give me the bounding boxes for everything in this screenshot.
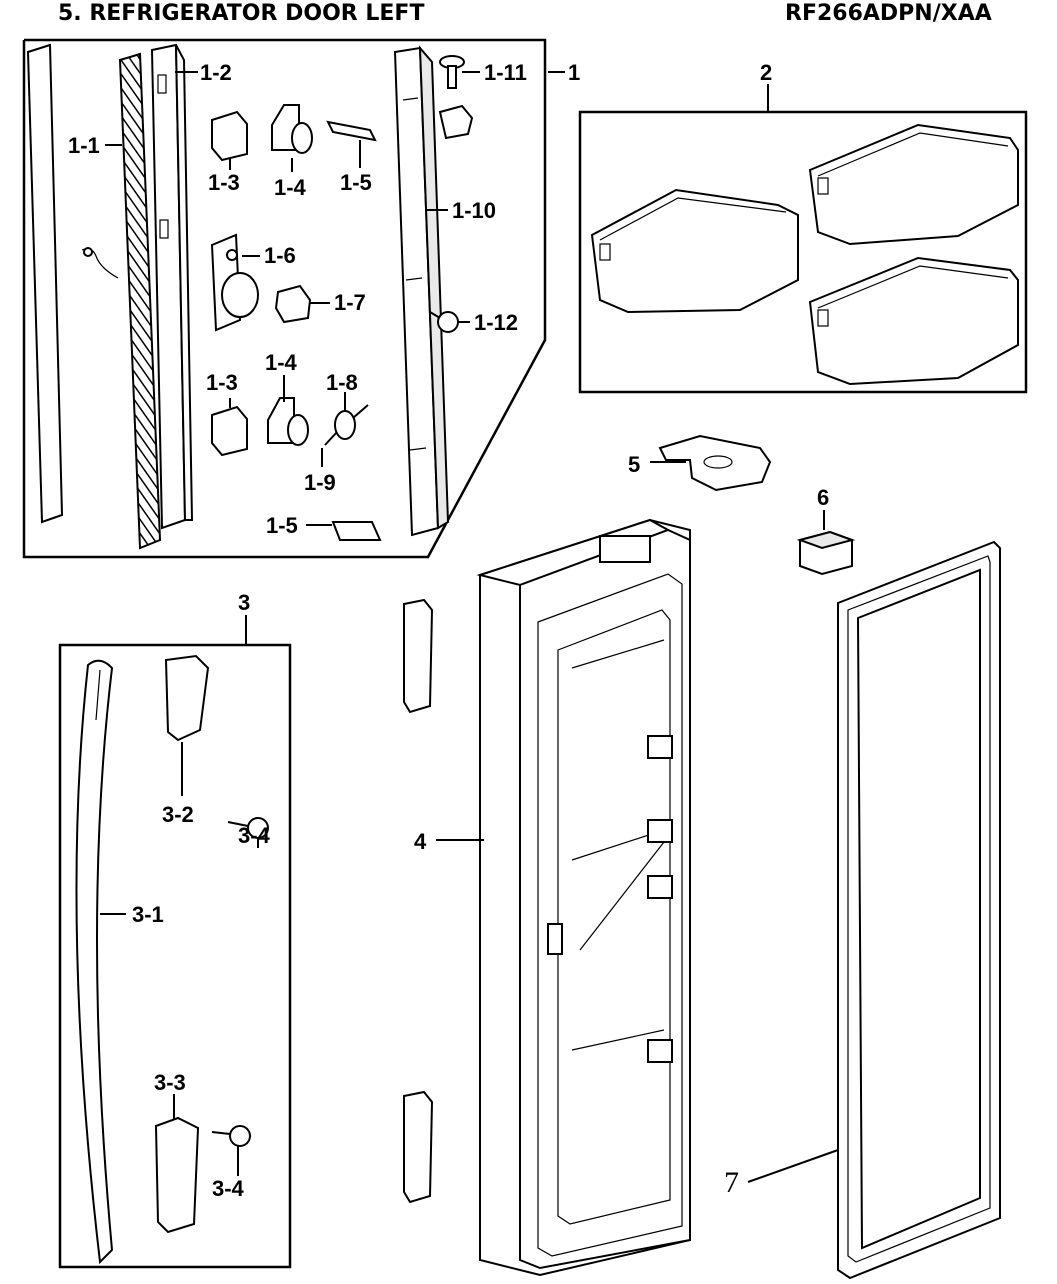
label-1-5-upper: 1-5: [340, 170, 372, 195]
part-4-door: [436, 518, 691, 1277]
label-1-5-lower: 1-5: [266, 513, 298, 538]
label-7: 7: [724, 1166, 739, 1199]
door-bin-lower-right: [808, 256, 1019, 386]
label-3-3: 3-3: [154, 1070, 186, 1095]
part-1-6-bracket: [210, 233, 259, 332]
part-1-4-lower: [267, 397, 309, 446]
label-6: 6: [817, 485, 829, 510]
group-3-leaders: [100, 742, 183, 1120]
part-1-2-channel: [150, 43, 194, 530]
label-1-4-upper: 1-4: [274, 175, 307, 200]
part-3-4-screw-lower: [211, 1125, 251, 1176]
group-1-box: [22, 38, 547, 559]
part-6-block: [796, 510, 856, 576]
part-1-5-lower: [331, 521, 382, 541]
label-group-3: 3: [238, 590, 250, 615]
part-1-10-channel: [393, 45, 450, 537]
model-number: RF266ADPN/XAA: [785, 1, 992, 26]
part-1-11-cap: [438, 104, 474, 140]
label-1-7: 1-7: [334, 290, 366, 315]
part-5-hinge-cap: [650, 434, 772, 492]
label-1-2: 1-2: [200, 60, 232, 85]
part-1-5-upper: [326, 120, 377, 142]
part-3-4-screw-upper: [227, 817, 269, 848]
diagram-title: 5. REFRIGERATOR DOOR LEFT: [58, 1, 424, 26]
group-3-box: [58, 615, 292, 1269]
label-group-1: 1: [568, 60, 580, 85]
group-2-box: [578, 84, 1028, 394]
part-1-3-lower: [211, 405, 248, 457]
door-bin-left: [590, 188, 799, 314]
label-1-12: 1-12: [474, 310, 518, 335]
door-bin-upper-right: [808, 123, 1019, 246]
label-1-3-lower: 1-3: [206, 370, 238, 395]
label-1-6: 1-6: [264, 243, 296, 268]
part-1-11-screw: [439, 55, 465, 89]
door-bracket-lower: [403, 1090, 434, 1204]
part-1-7-clip: [274, 284, 312, 324]
label-3-4-lower: 3-4: [212, 1176, 245, 1201]
label-1-9: 1-9: [304, 470, 336, 495]
part-1-1-trim-strip: [26, 43, 162, 550]
door-bracket-upper: [403, 598, 434, 714]
label-1-1: 1-1: [68, 133, 100, 158]
part-3-1-handle: [75, 659, 114, 1265]
part-7-gasket: [747, 540, 1001, 1280]
part-3-2-cap: [164, 654, 210, 742]
part-3-3-cap: [154, 1116, 200, 1234]
label-1-4-lower: 1-4: [265, 350, 298, 375]
part-1-3-upper: [211, 110, 248, 162]
label-1-8: 1-8: [326, 370, 358, 395]
label-4: 4: [414, 829, 427, 854]
label-1-11: 1-11: [484, 60, 527, 85]
label-3-4-upper: 3-4: [238, 823, 271, 848]
label-3-1: 3-1: [132, 902, 164, 927]
label-3-2: 3-2: [162, 802, 194, 827]
label-1-3-upper: 1-3: [208, 170, 240, 195]
part-1-8-spring: [324, 404, 369, 446]
label-1-10: 1-10: [452, 198, 496, 223]
group-1-leaders: [105, 71, 565, 526]
label-5: 5: [628, 452, 640, 477]
part-1-4-upper: [271, 104, 313, 154]
label-group-2: 2: [760, 60, 772, 85]
